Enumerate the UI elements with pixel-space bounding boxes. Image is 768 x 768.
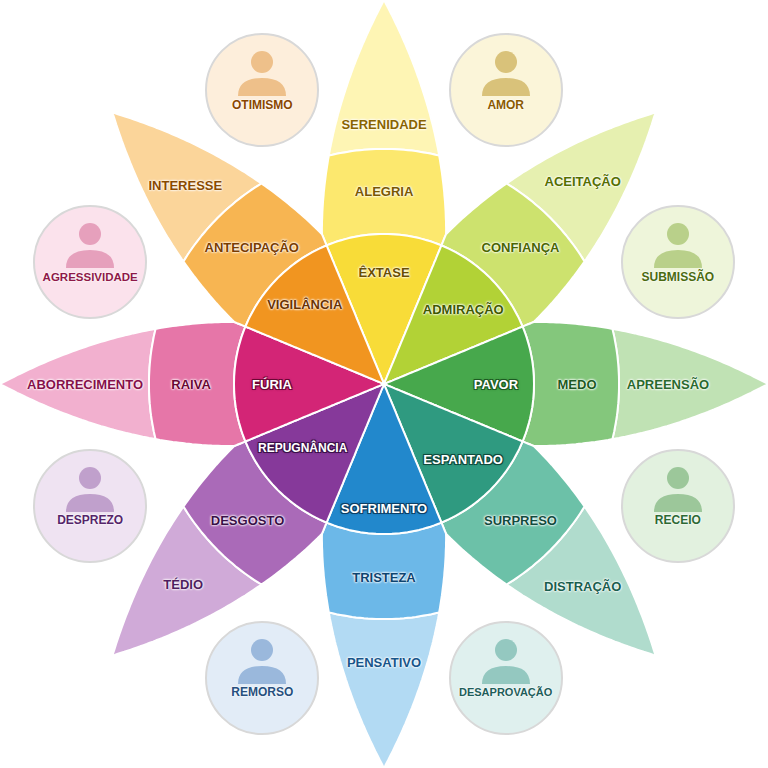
circle-fill: [450, 622, 562, 734]
emotion-circle: AGRESSIVIDADE: [32, 204, 148, 320]
emotion-circle: DESAPROVAÇÃO: [448, 620, 564, 736]
circle-fill: [450, 34, 562, 146]
circle-shape: [620, 204, 736, 320]
circle-fill: [622, 206, 734, 318]
segment-fill: [612, 329, 768, 439]
segment-fill: [523, 322, 619, 446]
figure-head: [79, 223, 101, 245]
emotion-label: PENSATIVO: [347, 655, 421, 670]
emotion-label: ESPANTADO: [423, 452, 503, 467]
emotion-label: DISTRAÇÃO: [544, 579, 621, 594]
segment-fill: [149, 322, 245, 446]
figure-head: [251, 639, 273, 661]
circle-shape: [448, 32, 564, 148]
emotion-label: FÚRIA: [252, 377, 292, 392]
emotion-circle: RECEIO: [620, 448, 736, 564]
circle-fill: [206, 622, 318, 734]
emotion-circle: DESPREZO: [32, 448, 148, 564]
segment-fill: [329, 0, 439, 156]
circle-shape: [204, 620, 320, 736]
figure-body: [66, 250, 114, 268]
emotion-label: ANTECIPAÇÃO: [205, 240, 299, 255]
circle-fill: [622, 450, 734, 562]
segment-shape: [328, 612, 440, 768]
circle-fill: [34, 206, 146, 318]
emotion-label: ÊXTASE: [359, 265, 410, 280]
segment-fill: [245, 245, 384, 384]
figure-body: [654, 250, 702, 268]
emotion-circle: REMORSO: [204, 620, 320, 736]
figure-head: [495, 639, 517, 661]
emotion-label: RECEIO: [655, 513, 701, 528]
emotion-label: ACEITAÇÃO: [545, 174, 621, 189]
emotion-label: MEDO: [558, 377, 597, 392]
figure-body: [482, 666, 530, 684]
circle-shape: [32, 204, 148, 320]
figure-body: [66, 494, 114, 512]
emotion-label: SERENIDADE: [341, 117, 426, 132]
emotion-label: AGRESSIVIDADE: [43, 270, 138, 285]
emotion-label: DESAPROVAÇÃO: [459, 685, 552, 700]
emotion-label: PAVOR: [474, 377, 518, 392]
figure-head: [667, 223, 689, 245]
emotion-label: ABORRECIMENTO: [27, 377, 143, 392]
emotion-label: AMOR: [487, 98, 524, 113]
circle-shape: [32, 448, 148, 564]
figure-head: [251, 51, 273, 73]
emotion-segment: RAIVA: [149, 321, 246, 447]
segment-fill: [322, 523, 446, 619]
figure-head: [667, 467, 689, 489]
segment-fill: [329, 612, 439, 768]
circle-shape: [204, 32, 320, 148]
emotion-label: DESPREZO: [57, 513, 123, 528]
emotion-segment: TRISTEZA: [321, 522, 447, 619]
emotion-circle: SUBMISSÃO: [620, 204, 736, 320]
figure-body: [238, 78, 286, 96]
emotion-label: TRISTEZA: [352, 570, 416, 585]
segment-fill: [322, 149, 446, 245]
emotion-segment: APREENSÃO: [612, 328, 768, 440]
emotion-label: ADMIRAÇÃO: [423, 302, 504, 317]
emotion-label: ALEGRIA: [355, 184, 414, 199]
emotion-label: APREENSÃO: [627, 377, 709, 392]
emotion-label: TÉDIO: [163, 577, 203, 592]
emotion-segment: SERENIDADE: [328, 0, 440, 156]
circle-shape: [620, 448, 736, 564]
segment-shape: [328, 0, 440, 156]
figure-head: [495, 51, 517, 73]
circle-fill: [34, 450, 146, 562]
figure-body: [654, 494, 702, 512]
emotion-label: REPUGNÂNCIA: [258, 441, 347, 456]
emotion-label: CONFIANÇA: [482, 240, 560, 255]
emotion-segment: PENSATIVO: [328, 612, 440, 768]
emotion-label: RAIVA: [171, 377, 210, 392]
emotion-label: SUBMISSÃO: [641, 270, 714, 285]
emotion-label: SOFRIMENTO: [341, 501, 427, 516]
emotion-segment: MEDO: [522, 321, 619, 447]
figure-head: [79, 467, 101, 489]
emotion-circle: OTIMISMO: [204, 32, 320, 148]
emotion-label: OTIMISMO: [232, 98, 293, 113]
emotion-label: VIGILÂNCIA: [267, 297, 342, 312]
circle-fill: [206, 34, 318, 146]
figure-body: [238, 666, 286, 684]
segment-fill: [0, 329, 156, 439]
emotion-label: DESGOSTO: [211, 513, 284, 528]
emotion-label: SURPRESO: [484, 513, 557, 528]
emotion-label: INTERESSE: [149, 178, 223, 193]
emotion-circle: AMOR: [448, 32, 564, 148]
figure-body: [482, 78, 530, 96]
emotion-label: REMORSO: [231, 685, 293, 700]
circle-shape: [448, 620, 564, 736]
emotion-segment: ALEGRIA: [321, 149, 447, 246]
emotion-segment: ABORRECIMENTO: [0, 328, 156, 440]
